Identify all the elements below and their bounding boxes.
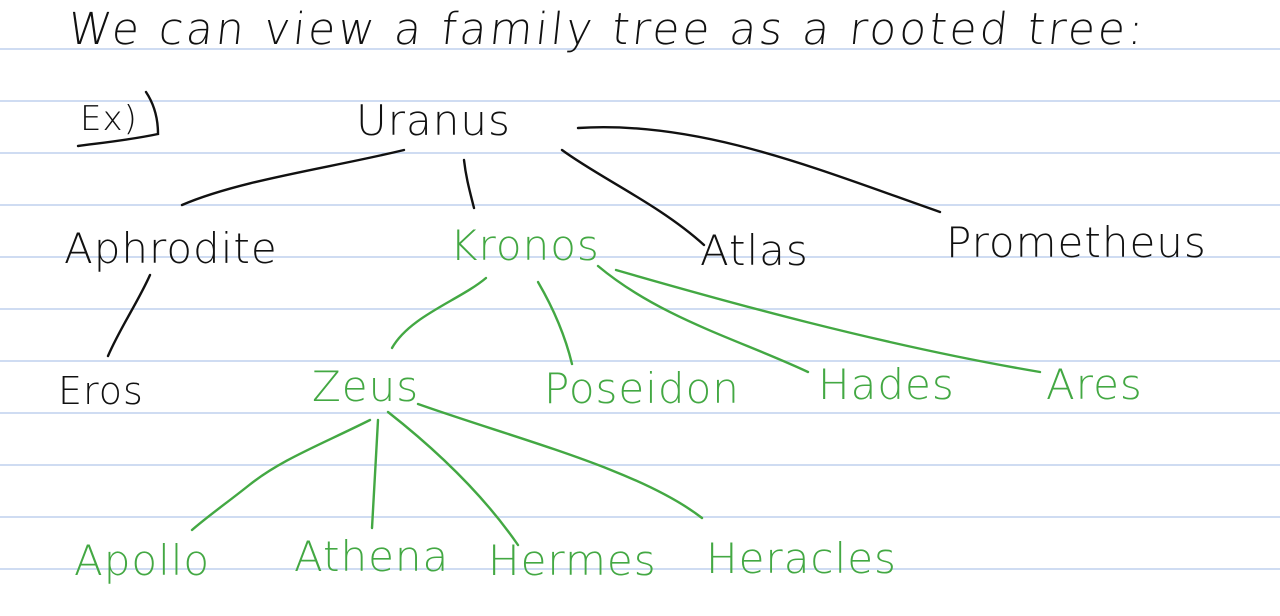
edge-kronos-poseidon (536, 280, 574, 366)
example-label: Ex) (80, 99, 138, 139)
node-uranus: Uranus (356, 96, 511, 145)
heading-text: We can view a family tree as a rooted tr… (65, 4, 1149, 55)
edge-kronos-ares (614, 268, 1042, 374)
edge-zeus-hermes (386, 410, 520, 547)
node-zeus: Zeus (312, 362, 420, 411)
node-hermes: Hermes (488, 536, 657, 585)
edge-uranus-prometheus (576, 126, 942, 214)
example-label-underline (76, 90, 160, 148)
node-hades: Hades (818, 360, 955, 409)
edge-zeus-athena (370, 418, 380, 530)
node-heracles: Heracles (706, 534, 897, 583)
node-kronos: Kronos (450, 221, 600, 270)
edge-uranus-kronos (462, 158, 476, 210)
node-ares: Ares (1046, 360, 1143, 409)
node-aphrodite: Aphrodite (64, 224, 278, 273)
edge-uranus-aphrodite (180, 148, 406, 207)
node-eros: Eros (58, 369, 144, 413)
node-poseidon: Poseidon (544, 364, 740, 413)
node-atlas: Atlas (700, 226, 809, 275)
edge-zeus-apollo (190, 418, 372, 532)
edge-zeus-heracles (416, 402, 704, 520)
edge-aphrodite-eros (106, 273, 152, 358)
edge-kronos-hades (596, 264, 810, 374)
node-prometheus: Prometheus (946, 218, 1207, 267)
node-athena: Athena (294, 532, 450, 581)
edge-uranus-atlas (560, 148, 706, 247)
edge-kronos-zeus (390, 276, 488, 350)
node-apollo: Apollo (74, 536, 211, 585)
